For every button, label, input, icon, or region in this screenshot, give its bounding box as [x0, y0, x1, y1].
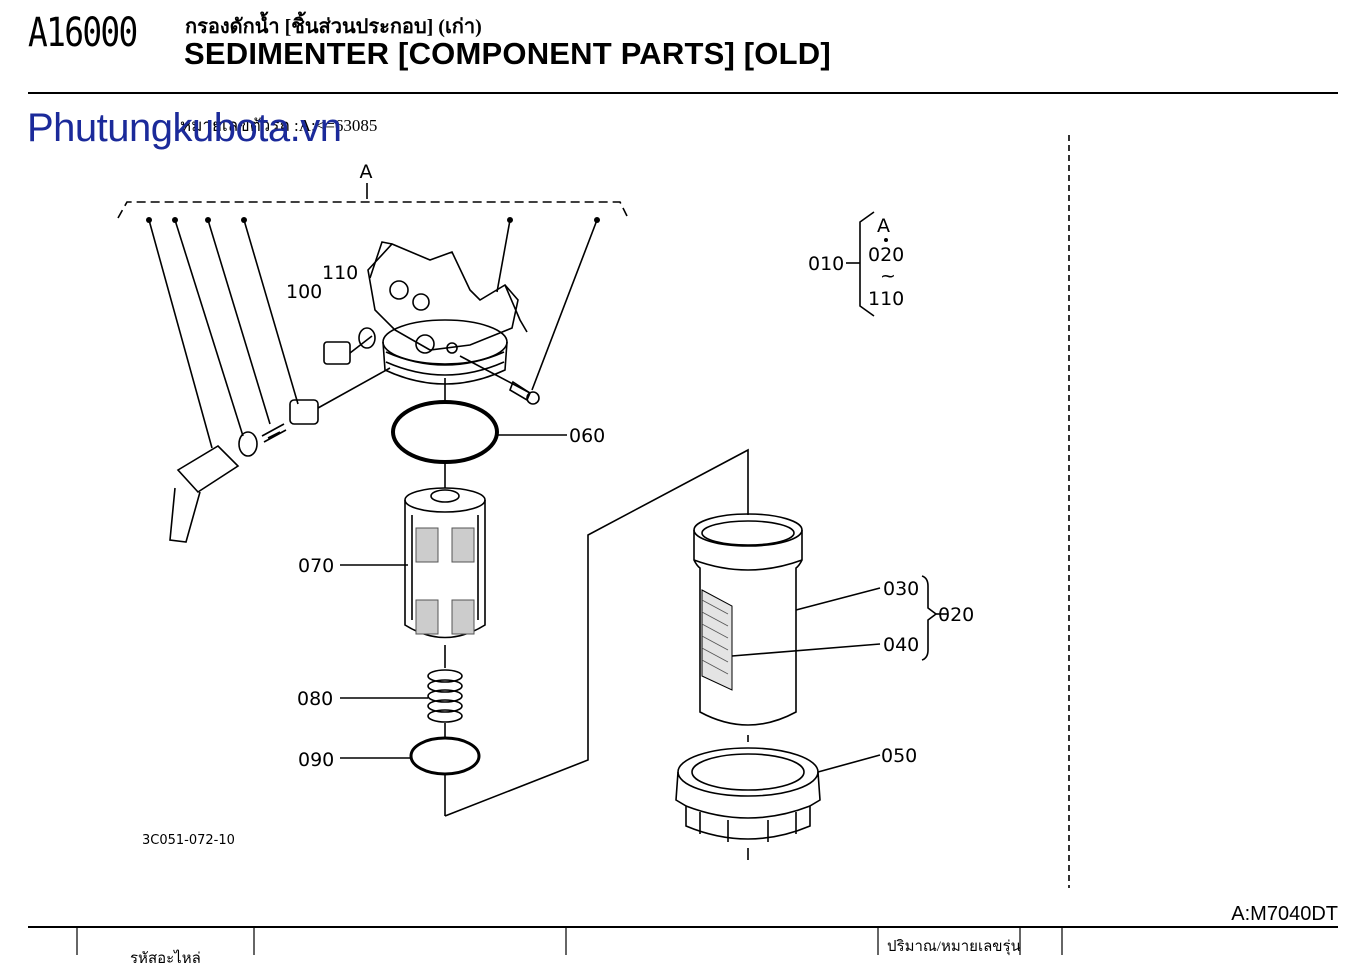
legend-010: [846, 211, 888, 317]
label-070: 070: [298, 555, 334, 577]
assembly-line: [444, 448, 749, 817]
part-080-spring: [427, 669, 463, 723]
table-columns: [76, 927, 1063, 955]
header-divider: [28, 92, 1338, 94]
legend-letter: A: [877, 215, 890, 237]
label-050: 050: [881, 745, 917, 767]
part-070-element: [404, 487, 486, 639]
bracket-dots: [146, 217, 600, 223]
watermark: Phutungkubota.vn: [27, 106, 342, 150]
cock-valve: [169, 367, 391, 543]
figure-code: 3C051-072-10: [142, 833, 235, 848]
label-060: 060: [569, 425, 605, 447]
serial-note: หมายเลขตัวรถ :A:<=63085: [180, 116, 378, 135]
assembly-bracket: [117, 201, 629, 219]
part-110-oring: [358, 327, 376, 349]
filter-head: [367, 241, 528, 385]
label-080: 080: [297, 688, 333, 710]
table-header-qty: ปริมาณ/หมายเลขรุ่น: [887, 939, 1021, 955]
part-100-plug: [323, 335, 373, 365]
legend-tilde: ~: [880, 265, 896, 287]
label-110: 110: [322, 262, 358, 284]
legend-from: 020: [868, 244, 904, 266]
part-030-bowl: [693, 513, 803, 726]
part-090-oring: [409, 736, 481, 776]
legend-to: 110: [868, 288, 904, 310]
part-060-oring: [391, 400, 499, 464]
part-050-ringnut: [675, 747, 821, 842]
label-020: 020: [938, 604, 974, 626]
page-title: SEDIMENTER [COMPONENT PARTS] [OLD]: [184, 36, 831, 71]
label-030: 030: [883, 578, 919, 600]
model-code: A:M7040DT: [1231, 903, 1338, 925]
label-010: 010: [808, 253, 844, 275]
page-code: A16000: [28, 10, 138, 56]
label-040: 040: [883, 634, 919, 656]
head-screw: [459, 355, 540, 405]
assembly-letter: A: [360, 161, 373, 183]
label-090: 090: [298, 749, 334, 771]
bowl-sight-hatch: [701, 599, 729, 675]
group-020-bracket: [921, 575, 938, 661]
page-title-thai: กรองดักน้ำ [ชิ้นส่วนประกอบ] (เก่า): [185, 16, 482, 38]
table-header-partno: รหัสอะไหล่: [130, 951, 201, 967]
label-100: 100: [286, 281, 322, 303]
